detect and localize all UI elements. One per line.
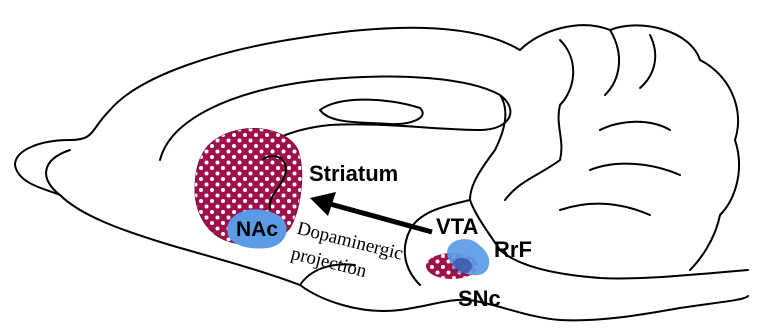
nac-label: NAc: [236, 218, 278, 242]
rrf-label: RrF: [494, 237, 532, 263]
snc-label: SNc: [458, 286, 501, 312]
striatum-label: Striatum: [309, 161, 398, 187]
vta-label: VTA: [436, 214, 478, 240]
